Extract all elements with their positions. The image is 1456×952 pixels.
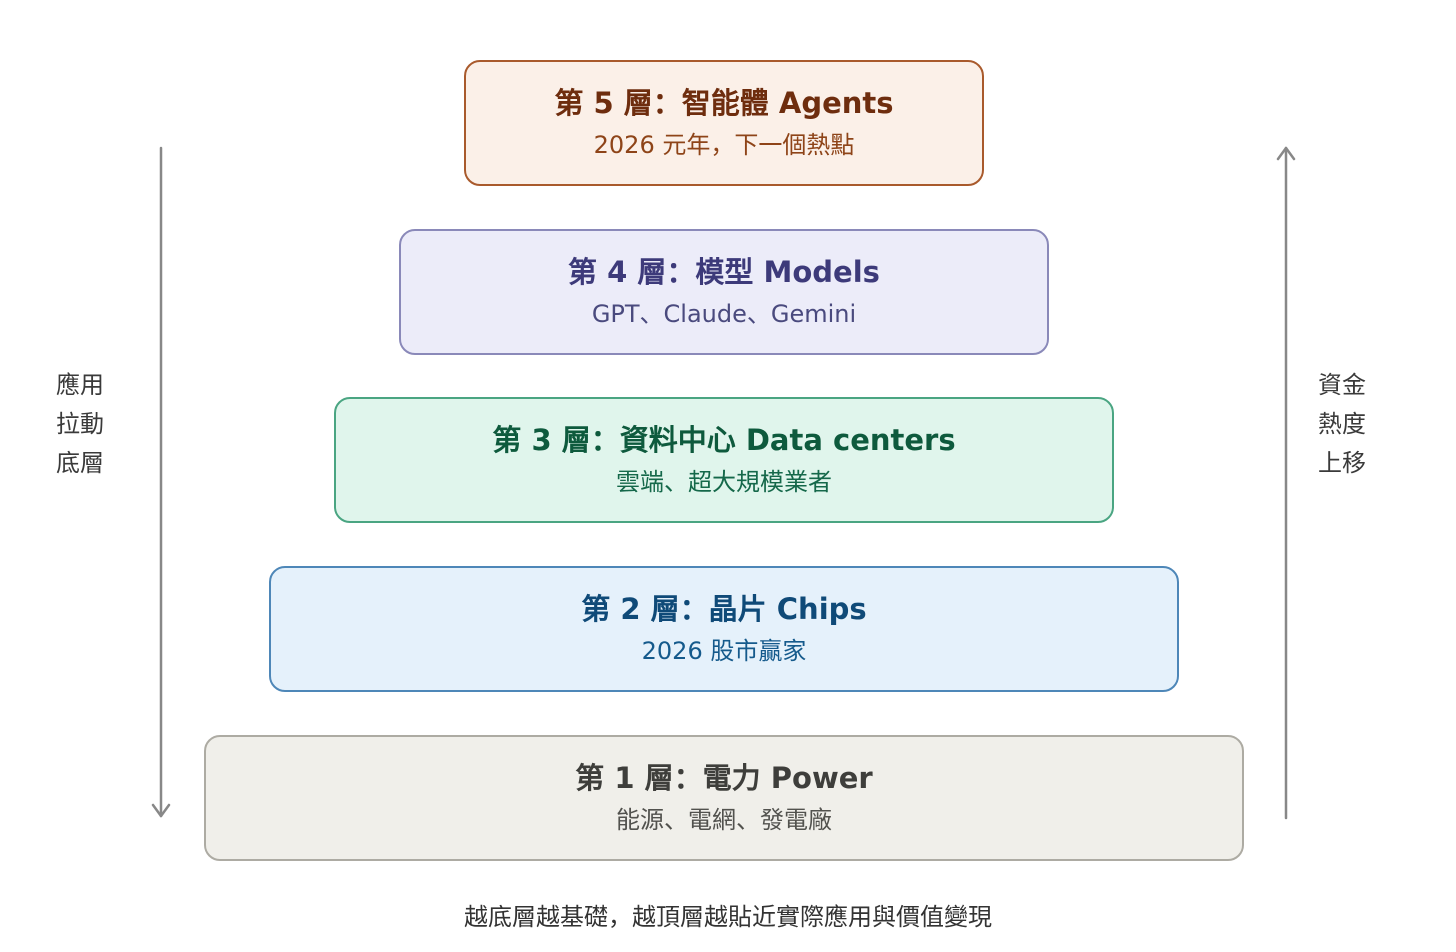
layer-2-title: 第 2 層：晶片 Chips <box>581 592 867 627</box>
layer-5-subtitle: 2026 元年，下一個熱點 <box>593 131 855 159</box>
right-label-line-3: 上移 <box>1318 449 1366 477</box>
up-arrow-icon <box>1276 146 1296 820</box>
layer-3-title: 第 3 層：資料中心 Data centers <box>492 423 956 458</box>
left-label-line-2: 拉動 <box>56 410 104 438</box>
layer-1-subtitle: 能源、電網、發電廠 <box>616 806 832 834</box>
down-arrow-icon <box>151 146 171 818</box>
footer-note: 越底層越基礎，越頂層越貼近實際應用與價值變現 <box>464 903 992 931</box>
left-label-line-1: 應用 <box>56 371 104 399</box>
layer-5-agents: 第 5 層：智能體 Agents 2026 元年，下一個熱點 <box>464 60 984 186</box>
layer-5-title: 第 5 層：智能體 Agents <box>554 86 894 121</box>
layer-1-power: 第 1 層：電力 Power 能源、電網、發電廠 <box>204 735 1244 861</box>
layer-4-models: 第 4 層：模型 Models GPT、Claude、Gemini <box>399 229 1049 355</box>
right-label-line-2: 熱度 <box>1318 410 1366 438</box>
layer-4-subtitle: GPT、Claude、Gemini <box>591 300 857 328</box>
left-label-line-3: 底層 <box>56 449 104 477</box>
layer-2-chips: 第 2 層：晶片 Chips 2026 股市贏家 <box>269 566 1179 692</box>
layer-1-title: 第 1 層：電力 Power <box>575 761 873 796</box>
right-label-line-1: 資金 <box>1318 371 1366 399</box>
layer-2-subtitle: 2026 股市贏家 <box>641 637 807 665</box>
left-side-label: 應用 拉動 底層 <box>50 366 110 483</box>
right-side-label: 資金 熱度 上移 <box>1312 366 1372 483</box>
layer-3-subtitle: 雲端、超大規模業者 <box>616 468 832 496</box>
layer-3-data-centers: 第 3 層：資料中心 Data centers 雲端、超大規模業者 <box>334 397 1114 523</box>
layer-4-title: 第 4 層：模型 Models <box>568 255 880 290</box>
